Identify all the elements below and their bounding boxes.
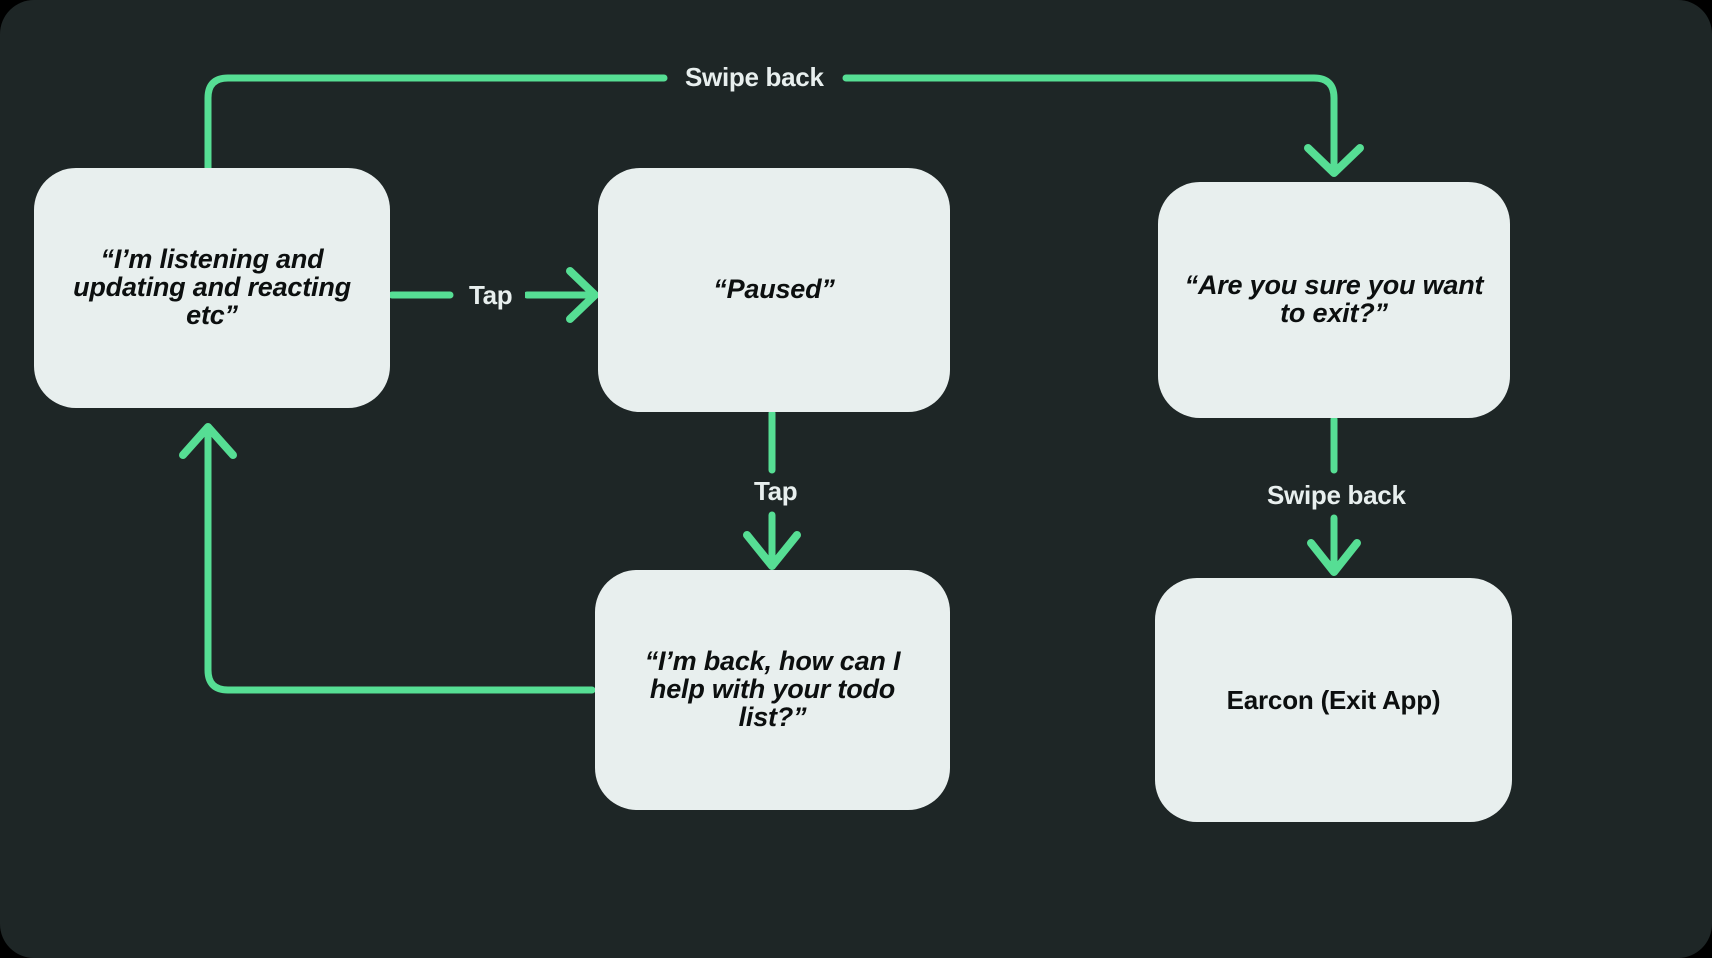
edge-return-to-listening [204, 430, 596, 694]
node-earcon-exit-app[interactable]: Earcon (Exit App) [1155, 578, 1512, 822]
node-listening-label: “I’m listening and updating and reacting… [73, 244, 351, 330]
arrowhead-down-to-confirm [1304, 144, 1364, 177]
edge-swipe-back-top-left-segment [204, 74, 668, 172]
arrowhead-up-to-listening [179, 423, 237, 459]
node-listening[interactable]: “I’m listening and updating and reacting… [34, 168, 390, 408]
arrowhead-down-to-back [743, 531, 801, 570]
node-confirm-exit-label: “Are you sure you want to exit?” [1184, 270, 1484, 328]
edge-label-tap-down: Tap [741, 478, 811, 504]
edge-label-swipe-back-down: Swipe back [1254, 482, 1419, 508]
node-earcon-label: Earcon (Exit App) [1226, 684, 1441, 715]
edge-swipe-back-top-right-segment [842, 74, 1338, 170]
node-paused-label: “Paused” [713, 274, 835, 305]
arrowhead-down-to-earcon [1307, 539, 1361, 576]
node-paused[interactable]: “Paused” [598, 168, 950, 412]
node-back-todo[interactable]: “I’m back, how can I help with your todo… [595, 570, 950, 810]
edge-label-tap-right: Tap [456, 282, 526, 308]
arrowhead-right-to-paused [566, 267, 599, 323]
edge-label-swipe-back-top: Swipe back [672, 64, 837, 90]
node-back-todo-label: “I’m back, how can I help with your todo… [644, 646, 901, 732]
node-confirm-exit[interactable]: “Are you sure you want to exit?” [1158, 182, 1510, 418]
